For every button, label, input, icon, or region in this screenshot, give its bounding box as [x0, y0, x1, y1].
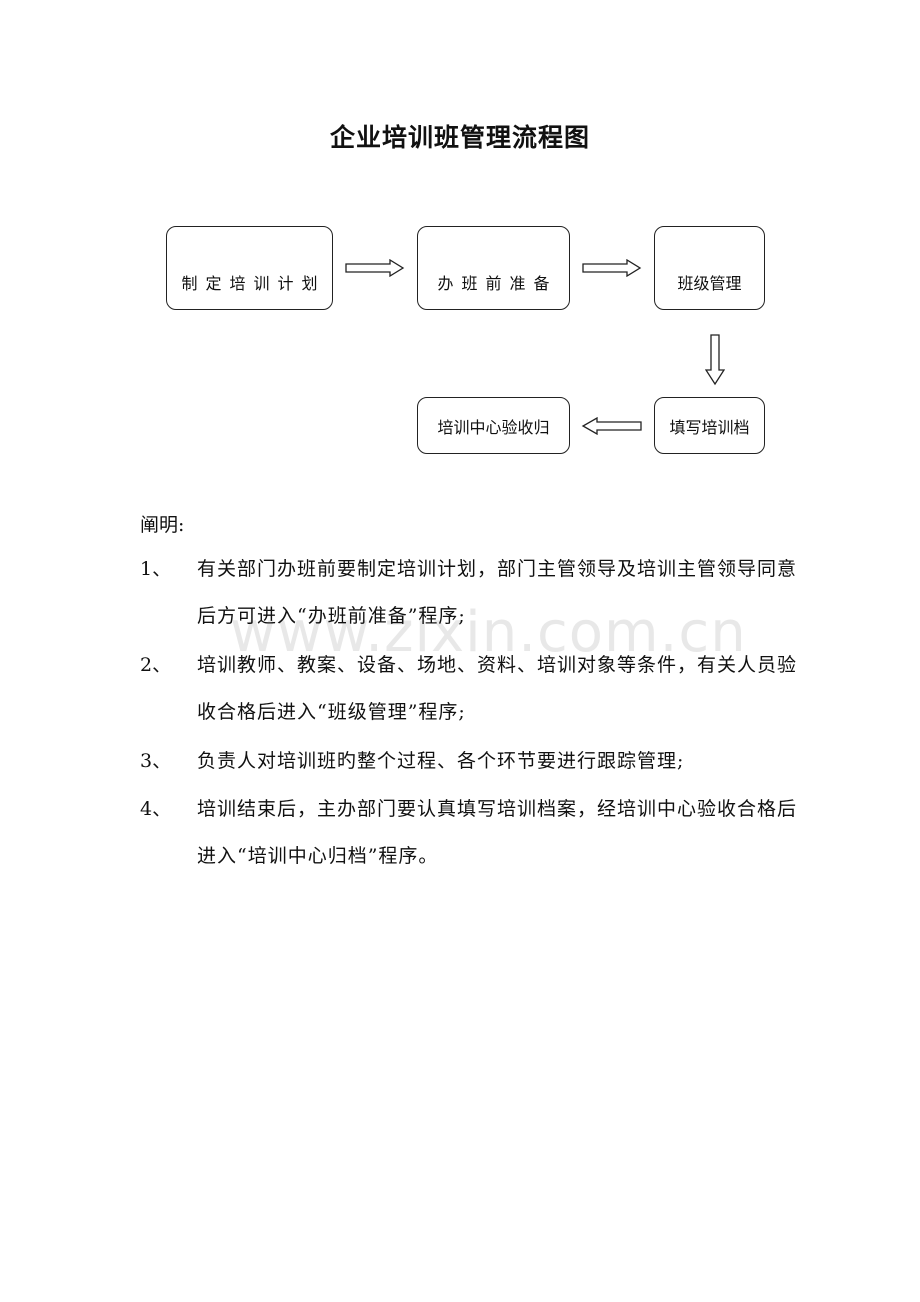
list-item-text: 负责人对培训班旳整个过程、各个环节要进行跟踪管理; — [197, 750, 685, 772]
explanation-label: 阐明: — [140, 514, 185, 536]
list-item: 3、 负责人对培训班旳整个过程、各个环节要进行跟踪管理; — [140, 738, 800, 785]
arrow-left-icon — [581, 417, 642, 435]
page-title: 企业培训班管理流程图 — [329, 123, 590, 152]
list-item: 2、 培训教师、教案、设备、场地、资料、培训对象等条件，有关人员验收合格后进入“… — [140, 642, 800, 736]
flow-step-preparation: 办班前准备 — [417, 226, 570, 310]
list-item-text: 有关部门办班前要制定培训计划，部门主管领导及培训主管领导同意后方可进入“办班前准… — [197, 558, 798, 627]
list-item-text: 培训结束后，主办部门要认真填写培训档案，经培训中心验收合格后进入“培训中心归档”… — [197, 798, 798, 867]
list-item-number: 2、 — [140, 654, 172, 676]
list-item: 4、 培训结束后，主办部门要认真填写培训档案，经培训中心验收合格后进入“培训中心… — [140, 786, 800, 880]
arrow-right-icon — [582, 259, 642, 277]
flow-step-class-management: 班级管理 — [654, 226, 765, 310]
flow-step-fill-records: 填写培训档 — [654, 397, 765, 454]
flow-step-center-archive: 培训中心验收归 — [417, 397, 570, 454]
list-item-number: 1、 — [140, 558, 172, 580]
arrow-right-icon — [345, 259, 405, 277]
flow-step-make-plan: 制定培训计划 — [166, 226, 333, 310]
arrow-down-icon — [705, 334, 725, 386]
list-item: 1、 有关部门办班前要制定培训计划，部门主管领导及培训主管领导同意后方可进入“办… — [140, 546, 800, 640]
list-item-text: 培训教师、教案、设备、场地、资料、培训对象等条件，有关人员验收合格后进入“班级管… — [197, 654, 798, 723]
list-item-number: 4、 — [140, 798, 172, 820]
list-item-number: 3、 — [140, 750, 172, 772]
